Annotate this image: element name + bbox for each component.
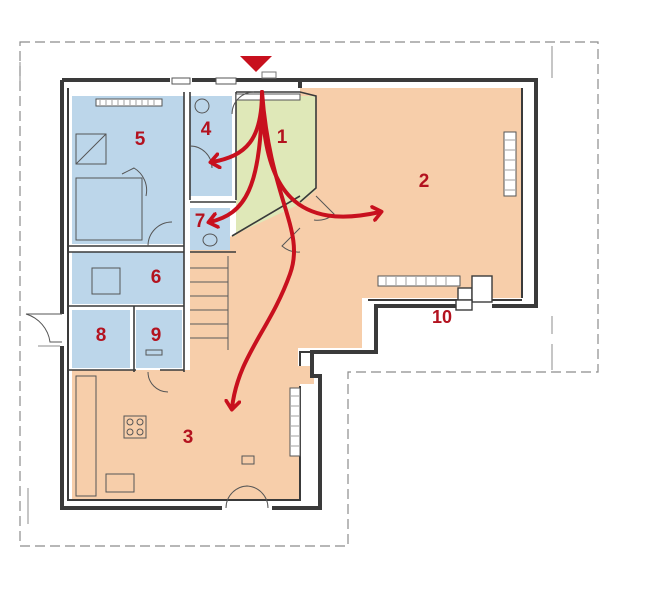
room-number-7: 7 xyxy=(195,211,206,232)
storage-floor xyxy=(72,310,130,368)
doormat xyxy=(261,71,277,79)
floor-fills xyxy=(72,88,522,500)
kitchen-counter xyxy=(75,375,97,497)
entrance-triangle-icon xyxy=(240,56,272,72)
arrow-to-kitchen xyxy=(232,90,296,408)
site-boundary xyxy=(19,41,599,547)
room-number-8: 8 xyxy=(96,325,107,346)
terrace-posts xyxy=(455,275,493,311)
arrow-to-toilet xyxy=(210,90,264,222)
shower-tray xyxy=(75,133,107,165)
utility-floor xyxy=(72,252,184,304)
room-number-1: 1 xyxy=(277,127,288,148)
terrace-number-10: 10 xyxy=(432,307,452,327)
walls xyxy=(60,78,538,510)
washer xyxy=(91,267,121,295)
room-number-6: 6 xyxy=(151,267,162,288)
room-number-5: 5 xyxy=(135,129,146,150)
room-labels: 1 2 3 4 5 6 7 8 9 10 xyxy=(96,119,452,448)
sink xyxy=(105,473,135,493)
toilet-bowl xyxy=(202,233,218,247)
wc-floor xyxy=(190,96,232,196)
fixtures xyxy=(75,98,255,497)
staircase xyxy=(190,256,229,350)
pantry-floor xyxy=(136,310,182,368)
room-number-3: 3 xyxy=(183,427,194,448)
room-number-2: 2 xyxy=(419,171,430,192)
bathroom-floor xyxy=(72,96,184,244)
arrow-to-living xyxy=(260,90,380,217)
circulation-arrows xyxy=(210,90,380,408)
bathtub xyxy=(75,177,143,241)
site-markers xyxy=(19,46,553,524)
room-number-4: 4 xyxy=(201,119,212,140)
shelf xyxy=(145,349,163,356)
hob xyxy=(123,415,147,439)
room-number-9: 9 xyxy=(151,325,162,346)
basin xyxy=(194,98,210,114)
living-zone-floor xyxy=(72,88,522,500)
window-hatching xyxy=(99,100,515,447)
